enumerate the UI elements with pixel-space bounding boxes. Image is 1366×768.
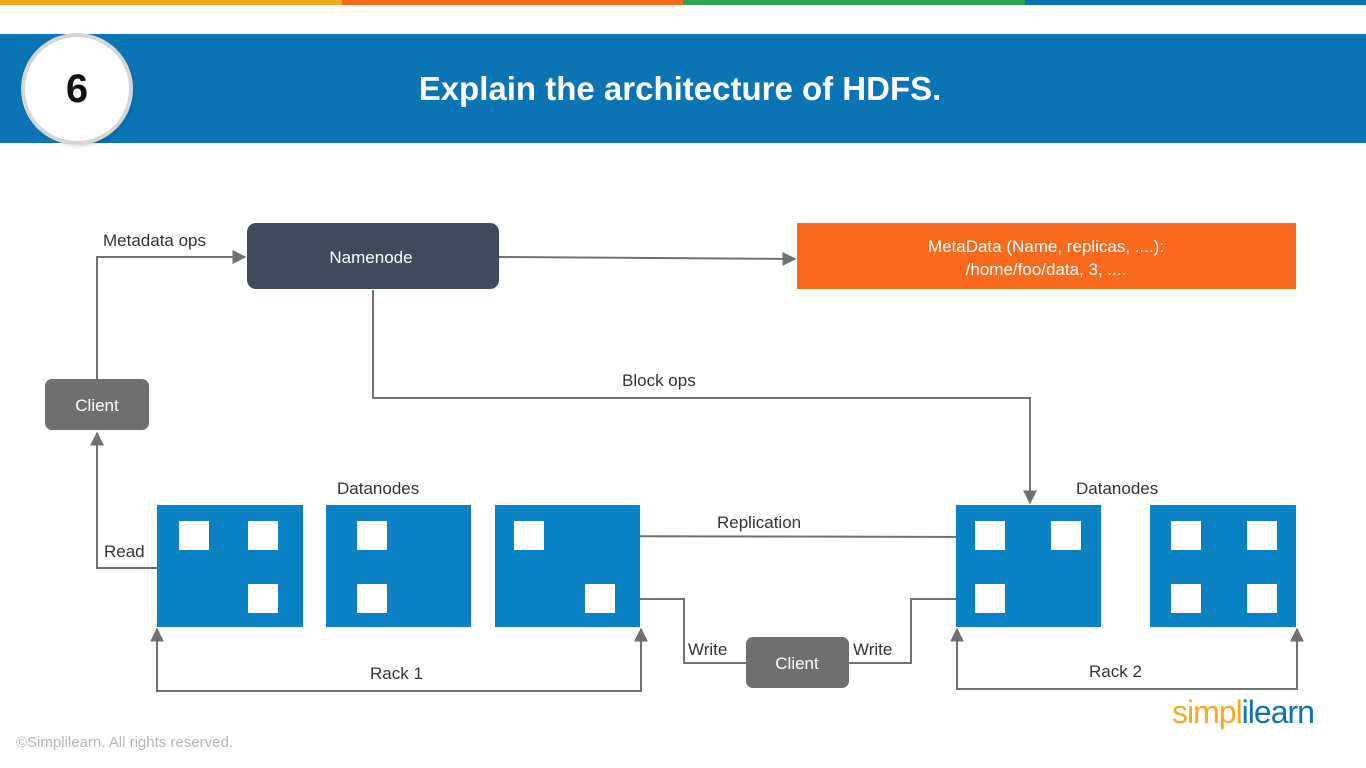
- metadata-line2: /home/foo/data, 3, ....: [966, 260, 1127, 279]
- block-ops-label: Block ops: [622, 371, 696, 390]
- slide-title: Explain the architecture of HDFS.: [418, 69, 942, 107]
- read-label: Read: [104, 542, 145, 561]
- write-right-arrow: [849, 592, 976, 664]
- namenode-box: [247, 223, 499, 289]
- write-right-label: Write: [853, 640, 892, 659]
- datanode-5: [1150, 505, 1296, 627]
- datanode-2: [326, 505, 471, 627]
- namenode-to-metadata-arrow: [498, 251, 797, 266]
- slide-number-badge: 6: [25, 37, 129, 141]
- datanode-4: [956, 505, 1101, 627]
- rack2-arrow: [950, 627, 1304, 690]
- top-color-bar: [0, 0, 1366, 5]
- namenode-label: Namenode: [329, 248, 412, 267]
- client-left-label: Client: [75, 396, 119, 415]
- replication-label: Replication: [717, 513, 801, 532]
- rack2-label: Rack 2: [1089, 662, 1142, 681]
- slide-header: [0, 34, 1366, 143]
- rack1-arrow: [150, 627, 648, 692]
- simplilearn-logo: simplilearn: [1172, 694, 1315, 730]
- copyright-text: ©Simplilearn. All rights reserved.: [16, 734, 233, 751]
- metadata-ops-arrow: [96, 250, 247, 379]
- client-left-box: [45, 379, 149, 430]
- client-bottom-label: Client: [775, 654, 819, 673]
- write-left-label: Write: [688, 640, 727, 659]
- write-left-arrow: [618, 592, 746, 664]
- metadata-line1: MetaData (Name, replicas, ....):: [928, 237, 1164, 256]
- read-arrow: [90, 431, 157, 569]
- datanodes-right-label: Datanodes: [1076, 479, 1158, 498]
- metadata-box: [797, 223, 1296, 289]
- client-bottom-box: [746, 637, 849, 688]
- datanode-3: [495, 505, 640, 627]
- block-ops-arrow: [372, 290, 1037, 505]
- rack1-label: Rack 1: [370, 664, 423, 683]
- datanodes-left-label: Datanodes: [337, 479, 419, 498]
- datanode-1: [157, 505, 303, 627]
- metadata-ops-label: Metadata ops: [103, 231, 206, 250]
